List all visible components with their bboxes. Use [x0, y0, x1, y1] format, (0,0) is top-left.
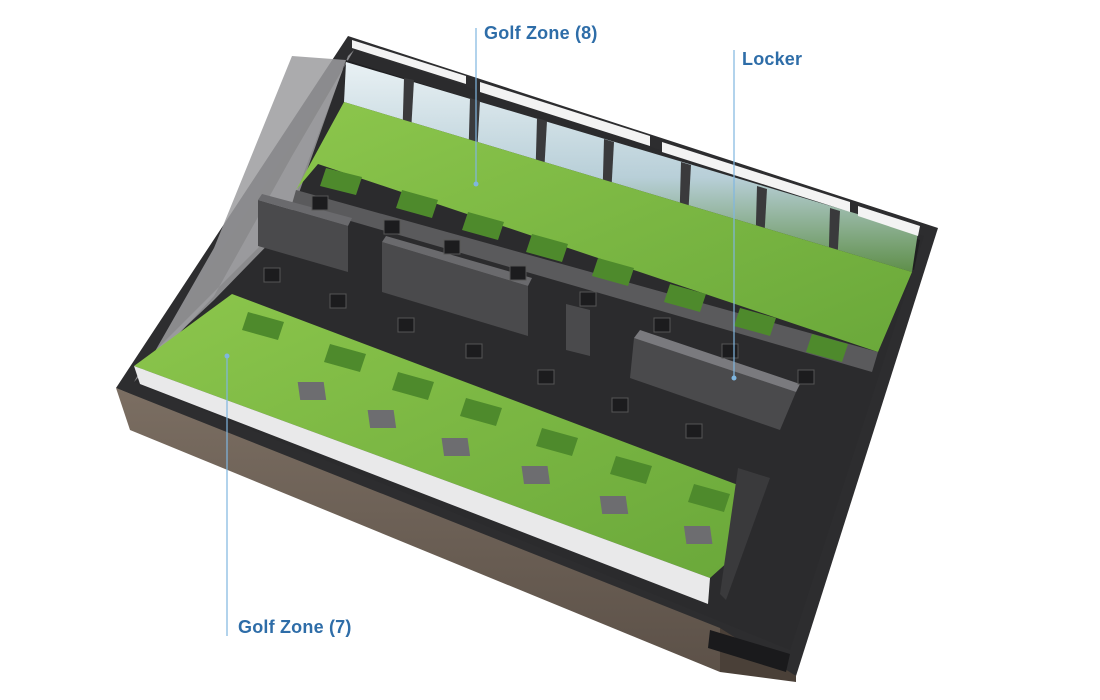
golf-zone-7-label: Golf Zone (7): [238, 617, 352, 637]
locker-blocks: [258, 194, 800, 430]
lounge-chairs: [263, 195, 815, 439]
right-corridor-wall: [720, 468, 770, 600]
upper-wall-strips: [352, 40, 920, 236]
golf-zone-7-mats: [242, 312, 730, 512]
entrance: [708, 630, 790, 672]
locker-marker: [731, 375, 737, 381]
ball-dispensers: [297, 382, 713, 544]
golf-zone-8-marker: [473, 181, 479, 187]
golf-zone-8-turf: [296, 102, 912, 352]
golf-zone-8-mats: [320, 168, 848, 362]
left-side-wall-panel: [150, 56, 346, 360]
screen-band: [344, 62, 918, 272]
golf-zone-7-turf: [134, 294, 746, 578]
golf-zone-8-edge: [292, 190, 878, 372]
golf-zone-7-marker: [224, 353, 230, 359]
building-facade: [116, 388, 720, 672]
locker-label: Locker: [742, 49, 803, 69]
golf-zone-7-rail: [134, 366, 710, 604]
golf-zone-8-label: Golf Zone (8): [484, 23, 598, 43]
